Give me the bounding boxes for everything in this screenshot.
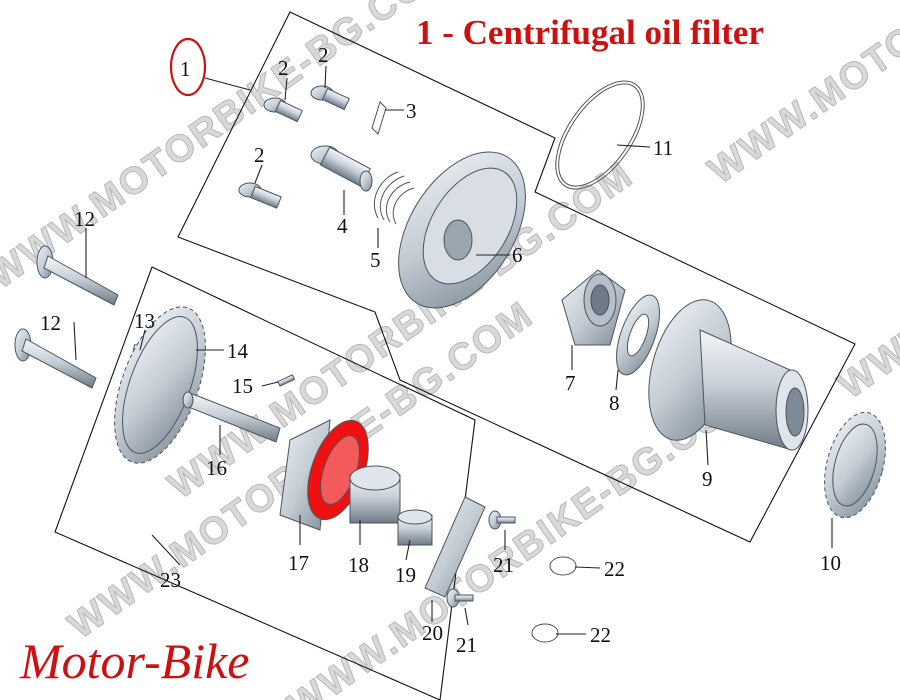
part-9-housing	[648, 299, 809, 451]
part-15-pin	[277, 374, 296, 387]
part-label: 13	[134, 309, 155, 333]
part-label: 6	[512, 243, 523, 267]
assembly-1-outline	[177, 11, 856, 543]
part-label: 22	[590, 623, 611, 647]
part-5-spring	[373, 171, 415, 225]
part-label: 9	[702, 467, 713, 491]
part-label: 2	[318, 43, 329, 67]
part-label: 11	[653, 136, 673, 160]
part-label: 14	[227, 339, 249, 363]
part-2-pin	[263, 97, 303, 123]
part-16-shaft	[182, 391, 281, 443]
part-2-pin	[310, 85, 350, 111]
part-label: 22	[604, 557, 625, 581]
part-label: 10	[820, 551, 841, 575]
brand-logo: Motor-Bike	[19, 633, 249, 689]
part-19-collar	[397, 509, 433, 546]
callout-circle	[169, 37, 207, 97]
part-2-pin	[238, 182, 282, 209]
page-title: 1 - Centrifugal oil filter	[416, 13, 764, 52]
part-label: 2	[278, 56, 289, 80]
leader-lines	[73, 65, 833, 635]
part-label: 7	[565, 371, 576, 395]
part-22-washer	[531, 623, 559, 643]
part-10-gear	[824, 411, 886, 519]
part-label: 16	[206, 456, 227, 480]
part-labels: 1 2 2 2 3 4 5 6 7 8 9 10 11 12 12 13 14 …	[40, 43, 841, 657]
part-label: 21	[456, 633, 477, 657]
part-4-shaft	[310, 145, 373, 192]
part-label: 3	[406, 99, 417, 123]
part-label: 20	[422, 621, 443, 645]
part-label: 12	[40, 311, 61, 335]
part-label: 1	[180, 57, 191, 81]
part-11-circlip	[555, 80, 645, 190]
watermark-text: WWW.MOTORBIKE-BG.COM	[0, 0, 461, 297]
part-18-bushing	[349, 465, 401, 524]
part-12-bolt	[14, 328, 97, 389]
part-21-screw	[446, 588, 474, 608]
part-label: 12	[74, 207, 95, 231]
part-22-washer	[549, 556, 577, 576]
part-label: 17	[288, 551, 309, 575]
part-12-bolt	[36, 245, 119, 306]
part-21-screw	[488, 510, 516, 530]
part-label: 4	[337, 214, 348, 238]
part-label: 19	[395, 563, 416, 587]
part-3-clip	[371, 101, 387, 135]
part-label: 5	[370, 248, 381, 272]
part-label: 2	[254, 143, 265, 167]
part-label: 21	[493, 553, 514, 577]
watermark-text: WWW.MOTORBIKE-BG.COM	[161, 154, 641, 508]
part-7-nut	[561, 269, 626, 346]
part-8-washer	[616, 294, 660, 376]
part-6-rotor-cover	[398, 151, 526, 309]
part-20-plate	[424, 496, 486, 598]
part-label: 15	[232, 374, 253, 398]
assembly-23-outline	[54, 266, 476, 700]
part-label: 8	[609, 391, 620, 415]
part-label: 18	[348, 553, 369, 577]
part-label: 23	[160, 568, 181, 592]
